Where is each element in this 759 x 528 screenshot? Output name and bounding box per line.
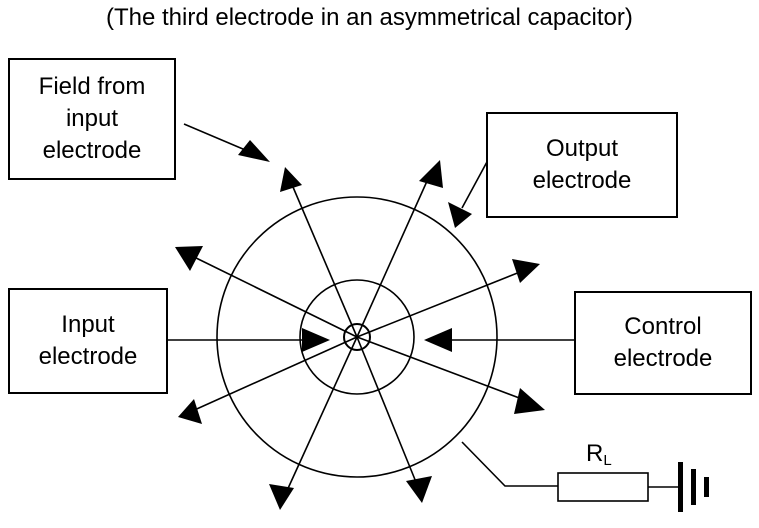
arrowhead-left-up: [175, 246, 203, 271]
arrowhead-right-up: [512, 259, 540, 283]
arrowhead-down-left: [269, 484, 294, 510]
arrowhead-output-pointer: [448, 202, 472, 228]
resistor-label: RL: [586, 440, 612, 469]
ground-wire: [461, 441, 558, 487]
output-label-line-1: Output: [545, 135, 619, 162]
resistor-RL: [557, 472, 649, 502]
field-line-down-right: [356, 336, 419, 488]
resistor-label-symbol: R: [586, 440, 604, 467]
diagram-title: (The third electrode in an asymmetrical …: [106, 4, 633, 31]
input-electrode-box: Input electrode: [8, 288, 168, 394]
field-pointer-line: [183, 123, 251, 153]
arrowhead-up-left: [280, 167, 302, 192]
output-pointer-line: [461, 159, 489, 209]
center-electrode: [343, 323, 371, 351]
output-label-line-2: electrode: [532, 167, 632, 194]
field-label-line-3: electrode: [42, 137, 142, 164]
arrowhead-input: [302, 328, 330, 352]
field-line-up-right: [356, 169, 433, 338]
control-label-line-2: electrode: [613, 345, 713, 372]
output-electrode-box: Output electrode: [486, 112, 678, 218]
field-line-up-left: [289, 179, 358, 338]
field-line-down-left: [284, 336, 358, 496]
field-line-right-down: [356, 336, 531, 403]
control-label-line-1: Control: [624, 313, 702, 340]
ground-plate-2: [691, 469, 696, 505]
field-line-left-up: [189, 254, 358, 338]
arrowhead-down-right: [406, 476, 432, 503]
field-line-right-up: [356, 269, 526, 338]
arrowhead-left-down: [178, 399, 202, 424]
ground-plate-1: [678, 462, 683, 512]
arrowhead-up-right: [419, 160, 443, 188]
input-label-line-1: Input: [61, 311, 115, 338]
arrowhead-control: [424, 328, 452, 352]
outer-circle: [216, 196, 498, 478]
field-line-left-down: [189, 336, 358, 413]
ground-plate-3: [704, 477, 709, 497]
field-label-line-2: input: [65, 105, 119, 132]
control-electrode-box: Control electrode: [574, 291, 752, 395]
input-label-line-2: electrode: [38, 343, 138, 370]
field-from-input-electrode-box: Field from input electrode: [8, 58, 176, 180]
resistor-label-subscript: L: [603, 452, 612, 469]
field-label-line-1: Field from: [38, 73, 146, 100]
arrowhead-field-pointer: [238, 140, 270, 162]
middle-circle: [299, 279, 415, 395]
arrowhead-right-down: [514, 388, 545, 414]
